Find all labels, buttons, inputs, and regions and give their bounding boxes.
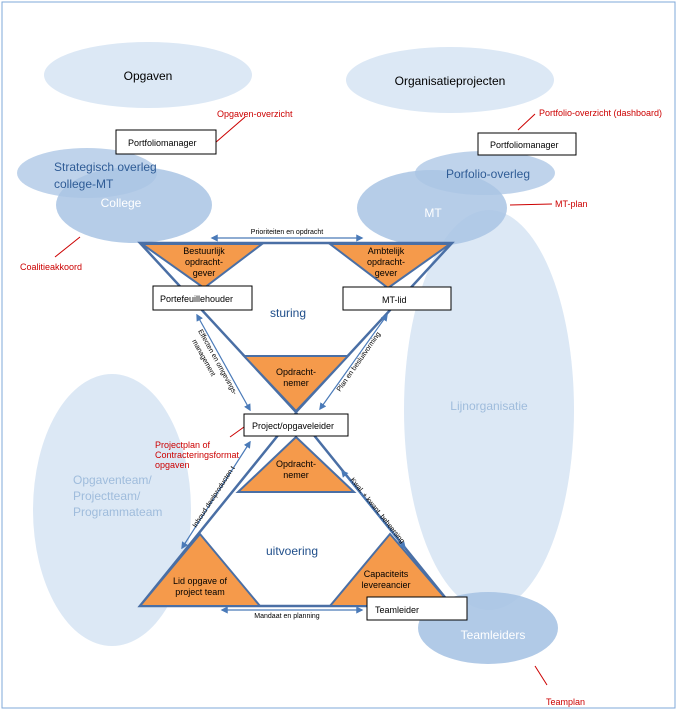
- triangle-lid-opgave: [137, 532, 263, 607]
- callout-line-projectplan: [229, 426, 245, 438]
- label-teamleider: Teamleider: [375, 605, 419, 615]
- label-mandaat: Mandaat en planning: [254, 613, 319, 620]
- label-opgaven: Opgaven: [124, 69, 173, 83]
- callout-line-teamplan: [534, 665, 548, 686]
- label-opgaventeam-1: Opgaventeam/: [73, 473, 152, 487]
- label-bestuurlijk-2: opdracht-: [185, 257, 223, 267]
- label-capaciteits-1: Capaciteits: [364, 569, 409, 579]
- label-strategisch-overleg-1: Strategisch overleg: [54, 160, 157, 174]
- label-opdrachtnemer-bottom-2: nemer: [283, 470, 309, 480]
- label-opgaven-overzicht: Opgaven-overzicht: [217, 109, 293, 119]
- ellipse-opgaven: [44, 42, 252, 108]
- label-projectplan-3: opgaven: [155, 460, 190, 470]
- label-sturing: sturing: [270, 306, 306, 320]
- triangle-opdrachtnemer-bottom: [235, 435, 357, 493]
- label-capaciteits-2: levereancier: [361, 580, 410, 590]
- label-project-opgaveleider: Project/opgaveleider: [252, 421, 334, 431]
- label-mt: MT: [424, 206, 442, 220]
- arrow-plan: [319, 313, 388, 411]
- box-teamleider: [366, 596, 468, 621]
- label-opgaventeam-2: Projectteam/: [73, 489, 141, 503]
- label-ambtelijk-2: opdracht-: [367, 257, 405, 267]
- label-portfolio-overzicht: Portfolio-overzicht (dashboard): [539, 108, 662, 118]
- label-portfoliomanager-right: Portfoliomanager: [490, 140, 559, 150]
- box-portefeuillehouder: [152, 285, 253, 311]
- arrow-inhoud: [181, 440, 251, 550]
- label-teamleiders: Teamleiders: [461, 628, 526, 642]
- label-opgaventeam-3: Programmateam: [73, 505, 162, 519]
- ellipse-organisatieprojecten: [346, 47, 554, 113]
- box-mt-lid: [342, 286, 452, 311]
- box-portfoliomanager-right: [477, 132, 577, 156]
- callout-line-portfolio-overzicht: [517, 113, 536, 131]
- label-mt-plan: MT-plan: [555, 199, 588, 209]
- arrow-kwal: [341, 469, 406, 550]
- callout-line-opgaven-overzicht: [214, 116, 246, 144]
- label-lid-opgave-2: project team: [175, 587, 225, 597]
- label-uitvoering: uitvoering: [266, 544, 318, 558]
- label-coalitieakkoord: Coalitieakkoord: [20, 262, 82, 272]
- label-opdrachtnemer-top-2: nemer: [283, 378, 309, 388]
- label-lijnorganisatie: Lijnorganisatie: [450, 399, 528, 413]
- label-college: College: [101, 196, 142, 210]
- ellipse-strategisch-overleg: [17, 148, 157, 198]
- callout-line-coalitieakkoord: [54, 236, 81, 258]
- arrow-effecten: [196, 313, 251, 412]
- box-project-opgaveleider: [243, 413, 349, 437]
- ellipse-opgaventeam: [33, 374, 191, 646]
- callout-line-mt-plan: [509, 203, 553, 206]
- ellipse-portfolio-overleg: [415, 151, 555, 195]
- label-portfoliomanager-left: Portfoliomanager: [128, 138, 197, 148]
- label-lid-opgave-1: Lid opgave of: [173, 576, 228, 586]
- label-ambtelijk-3: gever: [375, 268, 398, 278]
- label-opdrachtnemer-bottom-1: Opdracht-: [276, 459, 316, 469]
- box-portfoliomanager-left: [115, 129, 217, 155]
- label-bestuurlijk-1: Bestuurlijk: [183, 246, 225, 256]
- label-teamplan: Teamplan: [546, 697, 585, 707]
- label-mt-lid: MT-lid: [382, 295, 407, 305]
- triangle-ambtelijk: [327, 243, 454, 290]
- label-portfolio-overleg: Porfolio-overleg: [446, 167, 530, 181]
- triangle-bestuurlijk: [138, 243, 265, 290]
- label-prioriteiten: Prioriteiten en opdracht: [251, 229, 323, 236]
- label-bestuurlijk-3: gever: [193, 268, 216, 278]
- label-strategisch-overleg-2: college-MT: [54, 177, 114, 191]
- label-organisatieprojecten: Organisatieprojecten: [395, 74, 506, 88]
- label-projectplan-1: Projectplan of: [155, 440, 211, 450]
- label-projectplan-2: Contracteringsformat: [155, 450, 240, 460]
- label-opdrachtnemer-top-1: Opdracht-: [276, 367, 316, 377]
- label-portefeuillehouder: Portefeuillehouder: [160, 294, 233, 304]
- label-ambtelijk-1: Ambtelijk: [368, 246, 405, 256]
